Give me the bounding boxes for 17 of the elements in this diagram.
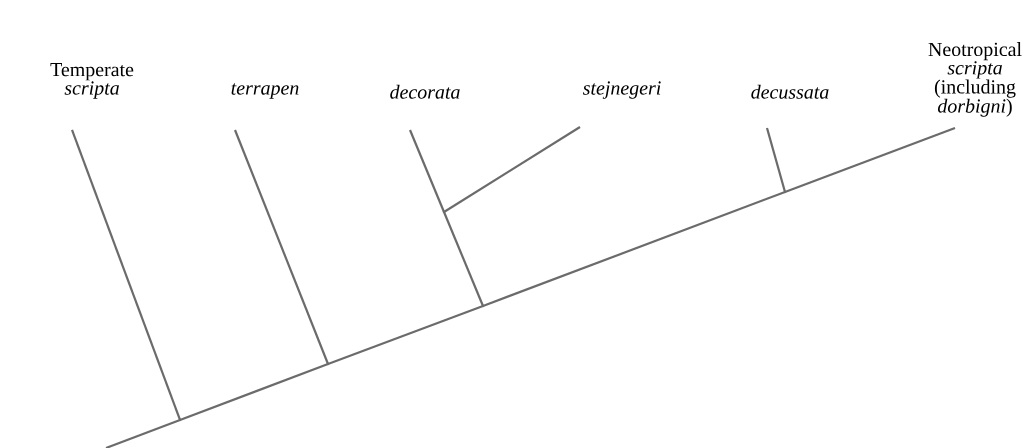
tree-branch	[70, 129, 182, 421]
tree-branch	[443, 211, 485, 307]
tree-branch	[105, 418, 181, 448]
taxon-label: terrapen	[231, 83, 299, 99]
tree-branch	[482, 190, 786, 307]
taxon-label: decussata	[751, 84, 829, 99]
tree-branch	[443, 126, 581, 213]
taxon-label: Neotropical scripta (including dorbigni)	[928, 42, 1022, 117]
taxon-label: decorata	[390, 84, 460, 99]
tree-branch	[179, 362, 329, 421]
tree-branch	[234, 129, 330, 365]
taxon-label: Temperate scripta	[50, 63, 134, 99]
tree-branch	[765, 127, 787, 193]
taxon-label: stejnegeri	[582, 81, 661, 99]
tree-branch	[409, 129, 446, 213]
tree-branch	[327, 304, 484, 365]
tree-branch	[784, 126, 956, 193]
